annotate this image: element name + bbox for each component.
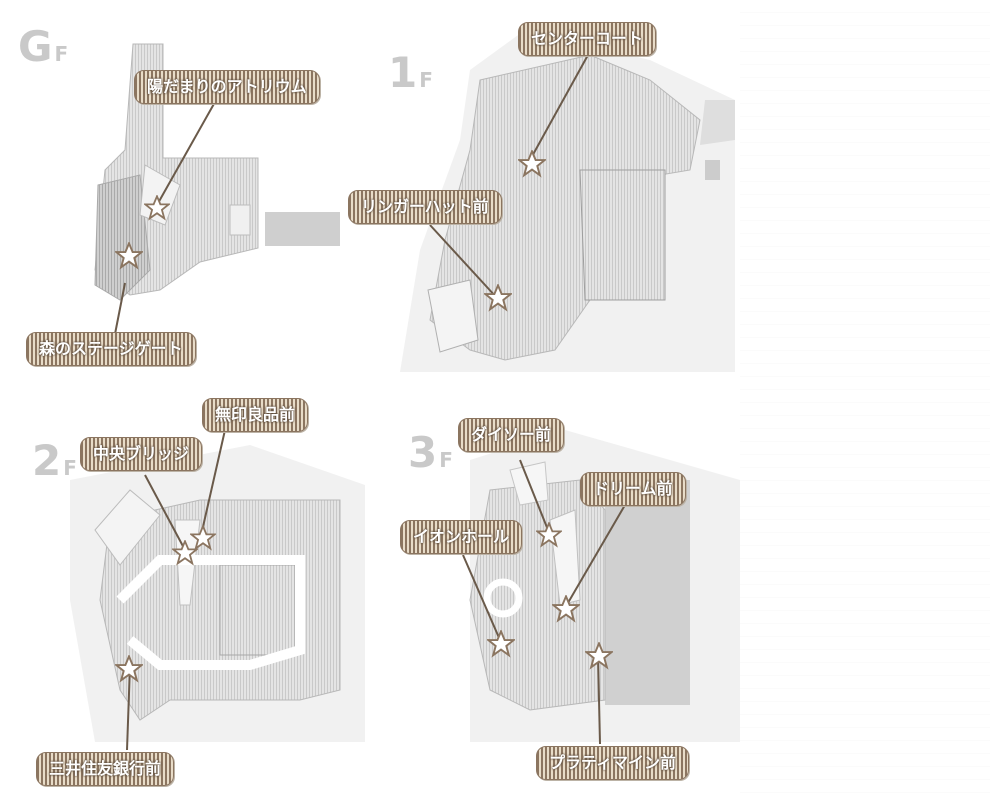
spot-tag-muji[interactable]: 無印良品前: [202, 398, 309, 432]
floor-number: 3: [408, 428, 438, 477]
floor-number: 2: [32, 436, 62, 485]
spot-tag-mitsui[interactable]: 三井住友銀行前: [36, 752, 175, 786]
leader-lines: [114, 54, 626, 751]
floor-maps: [70, 30, 740, 751]
floor-number: 1: [388, 48, 418, 97]
floor-suffix: F: [419, 68, 433, 92]
side-panel: [740, 0, 990, 799]
floor-suffix: F: [439, 448, 453, 472]
spot-tag-center-court[interactable]: センターコート: [518, 22, 657, 56]
spot-tag-dream[interactable]: ドリーム前: [580, 472, 686, 506]
spot-tag-bridge[interactable]: 中央ブリッジ: [80, 437, 203, 471]
floor-suffix: F: [54, 42, 69, 66]
spot-tag-platymine[interactable]: プラティマイン前: [536, 746, 690, 780]
spot-tag-mori[interactable]: 森のステージゲート: [26, 332, 196, 366]
spot-tag-ringer[interactable]: リンガーハット前: [348, 190, 502, 224]
spot-tag-daiso[interactable]: ダイソー前: [458, 418, 565, 452]
floor-suffix: F: [63, 456, 77, 480]
spot-tag-aeon-hall[interactable]: イオンホール: [400, 520, 523, 554]
spot-tag-hidamari[interactable]: 陽だまりのアトリウム: [134, 70, 320, 104]
map-1f: [400, 30, 735, 372]
map-2f: [70, 445, 365, 742]
floor-number: G: [18, 22, 53, 71]
